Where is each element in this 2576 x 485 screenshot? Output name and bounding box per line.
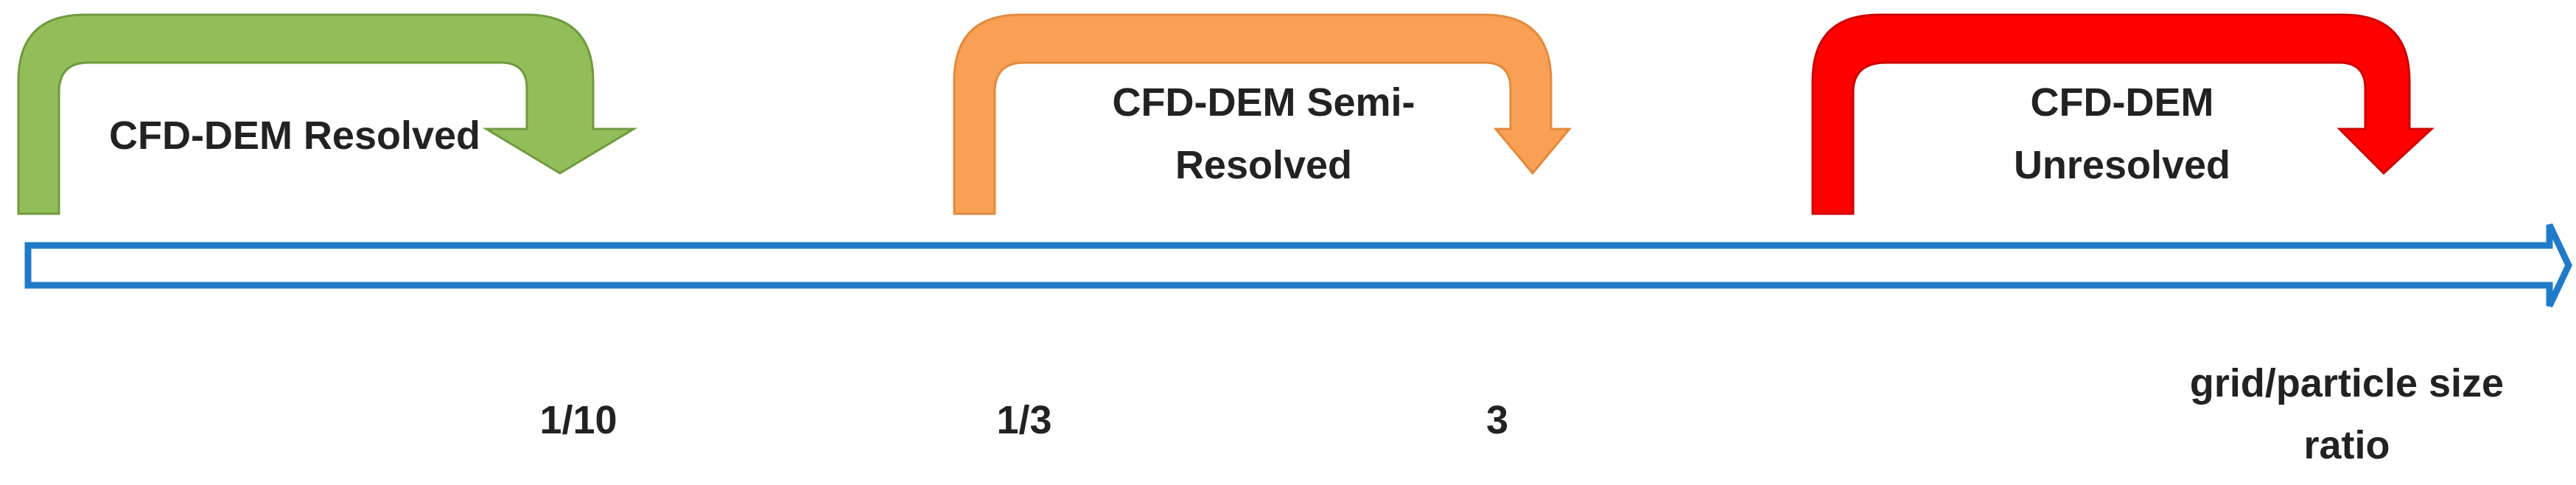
unresolved-label-line2: Unresolved [2014,143,2230,187]
axis-arrow [24,223,2572,307]
regime-resolved: CFD-DEM Resolved [17,13,638,215]
semi-resolved-label-line1: CFD-DEM Semi- [1112,80,1415,125]
axis-label-line1: grid/particle size [2190,361,2504,405]
semi-resolved-label-line2: Resolved [1175,143,1352,187]
regime-unresolved: CFD-DEM Unresolved [1811,13,2435,215]
resolved-arrow [17,13,638,215]
semi-resolved-arrow [953,13,1572,215]
tick-label-1-10: 1/10 [539,398,617,442]
axis-label-line2: ratio [2303,423,2390,467]
tick-label-3: 3 [1486,398,1508,442]
unresolved-label-line1: CFD-DEM [2031,80,2214,125]
tick-label-1-3: 1/3 [996,398,1051,442]
regime-semi-resolved: CFD-DEM Semi- Resolved [953,13,1572,215]
resolved-label: CFD-DEM Resolved [109,114,480,158]
unresolved-arrow [1811,13,2435,215]
